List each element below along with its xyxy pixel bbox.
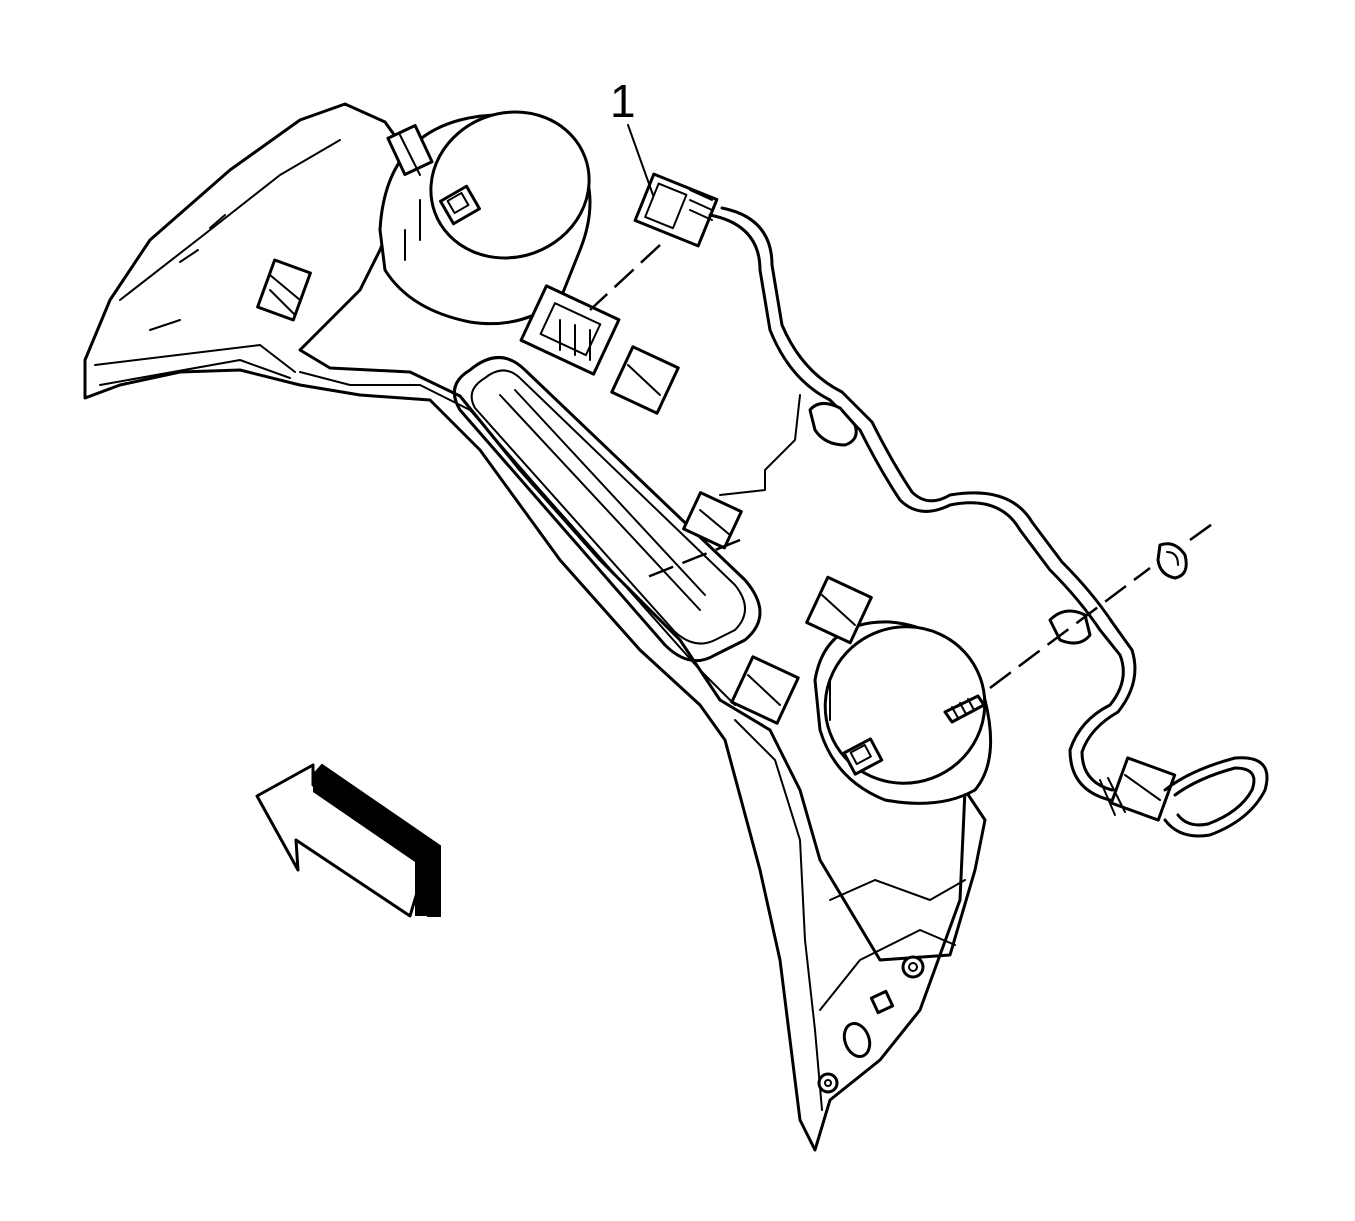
lower-speaker-housing xyxy=(813,620,993,805)
panel-mount-features xyxy=(817,955,925,1094)
connector-left-upper xyxy=(386,124,434,176)
wiring-harness xyxy=(708,206,1269,838)
bolt-fastener xyxy=(943,694,986,724)
connector-center-right xyxy=(610,345,680,415)
connector-slot-clip xyxy=(682,491,743,550)
upper-speaker-housing xyxy=(378,110,592,326)
center-slot xyxy=(452,356,762,663)
connector-lower-center xyxy=(805,575,873,645)
installation-guide-lines xyxy=(589,244,1216,689)
connector-lower-left xyxy=(730,655,800,725)
direction-arrow xyxy=(255,763,441,918)
connector-left-middle xyxy=(256,258,312,322)
harness-connector-item-1 xyxy=(633,172,719,248)
connector-center-mounted xyxy=(519,284,621,376)
callout-1: 1 xyxy=(610,75,654,196)
retaining-nut xyxy=(1156,542,1188,580)
callout-1-leader xyxy=(627,124,654,196)
callout-1-label: 1 xyxy=(610,75,636,127)
